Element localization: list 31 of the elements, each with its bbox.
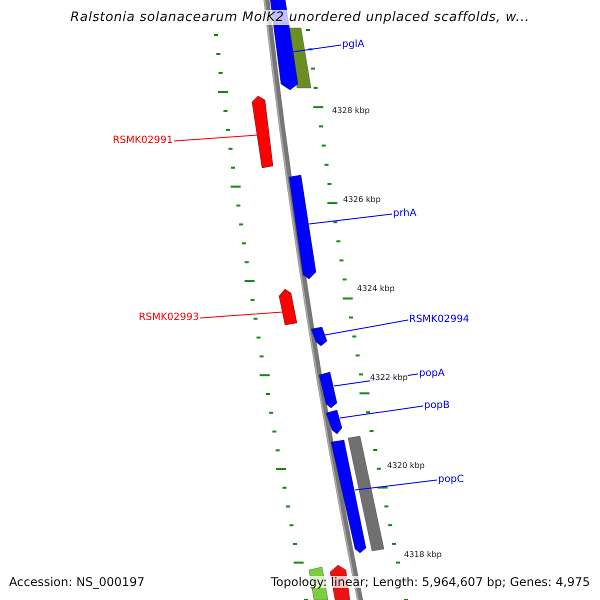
- accession-text: Accession: NS_000197: [9, 576, 145, 588]
- title: Ralstonia solanacearum MolK2 unordered unplaced scaffolds, w...: [70, 10, 530, 25]
- scale-label: 4326 kbp: [343, 196, 381, 204]
- gene-label: popB: [424, 401, 450, 411]
- gene-label: popA: [419, 369, 445, 379]
- gene-label: RSMK02994: [409, 315, 470, 325]
- leader-line: [324, 320, 408, 336]
- gene-label: pglA: [342, 40, 364, 50]
- scale-label: 4320 kbp: [387, 462, 425, 470]
- gene-label: RSMK02991: [112, 136, 173, 146]
- gene-label: prhA: [393, 209, 416, 219]
- leader-line: [308, 214, 392, 224]
- scale-label: 4324 kbp: [357, 285, 395, 293]
- leader-line: [174, 134, 258, 142]
- gene-bar: [326, 410, 342, 434]
- gene-bar: [310, 326, 328, 346]
- scale-label: 4328 kbp: [332, 107, 370, 115]
- gene-bar: [278, 288, 298, 326]
- leader-line: [340, 406, 424, 418]
- genome-stats-text: Topology: linear; Length: 5,964,607 bp; Genes: 4,975: [270, 576, 590, 588]
- leader-line: [200, 312, 284, 318]
- scale-label: 4322 kbp: [370, 374, 408, 382]
- gene-bar: [318, 372, 338, 408]
- gene-bar: [288, 174, 316, 280]
- leader-line: [292, 44, 342, 52]
- gene-label: RSMK02993: [138, 313, 199, 323]
- scale-label: 4318 kbp: [404, 551, 442, 559]
- gene-bar: [252, 96, 274, 168]
- leader-line: [354, 480, 438, 490]
- gene-label: popC: [438, 475, 464, 485]
- gene-bar: [330, 440, 366, 554]
